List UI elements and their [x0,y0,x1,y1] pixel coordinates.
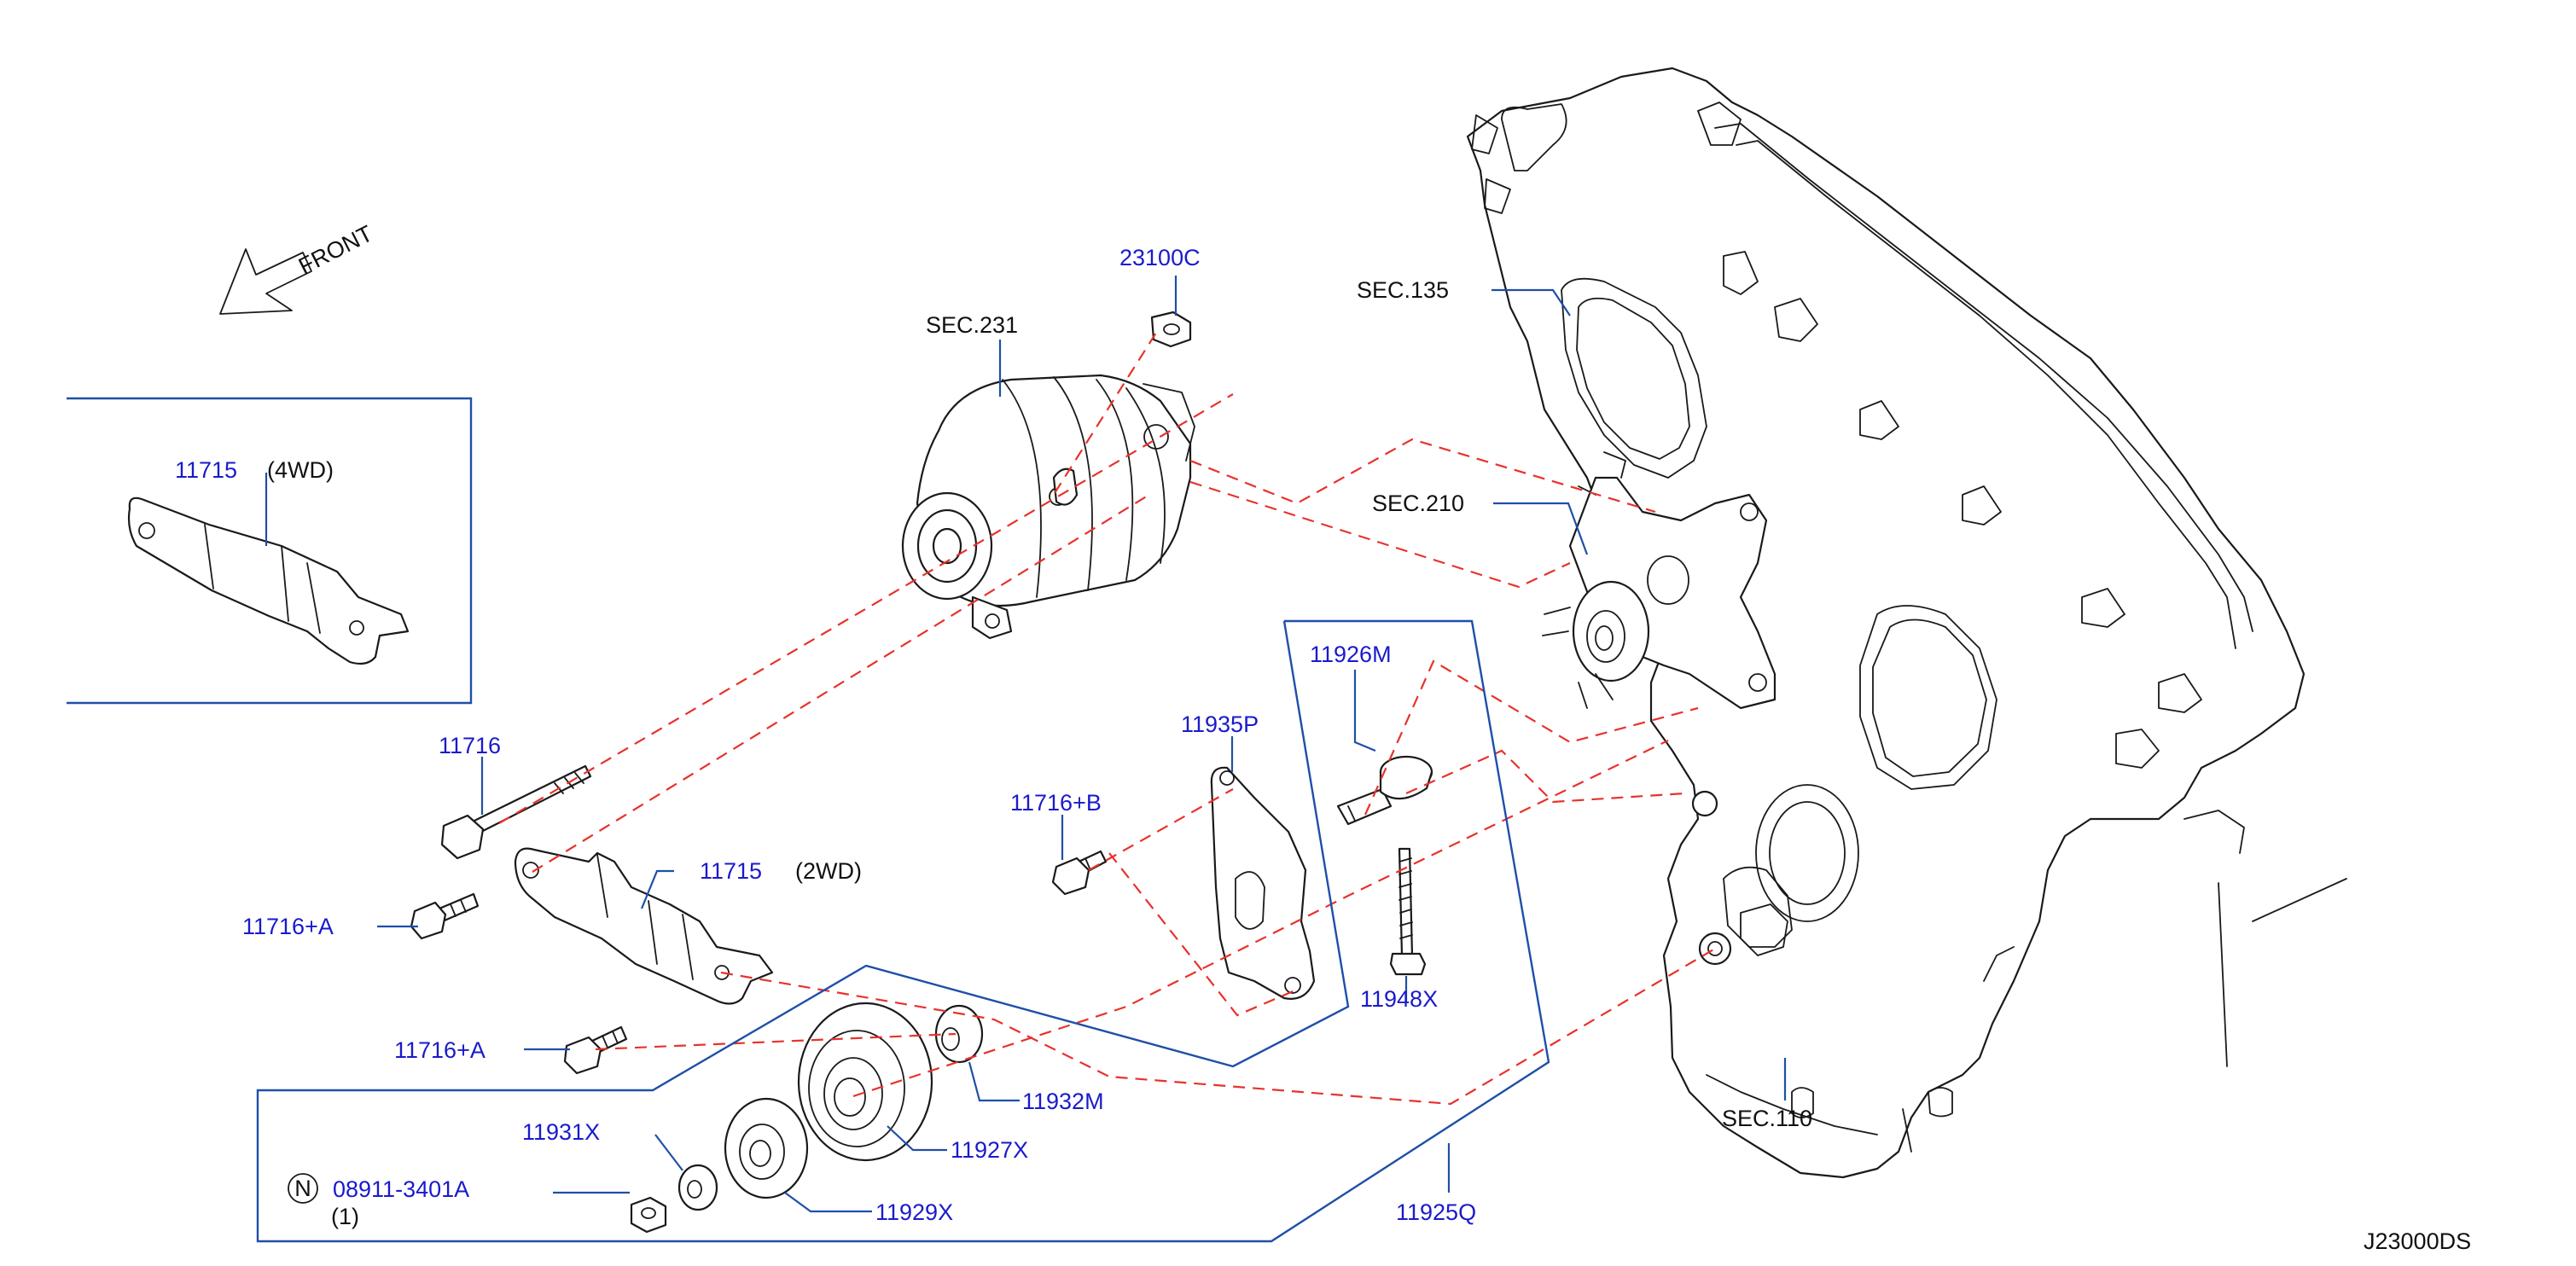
front-label: FRONT [294,220,376,279]
label-sec231: SEC.231 [926,312,1018,338]
bolt-11716a-upper [410,892,480,940]
label-11716a-upper: 11716+A [242,914,334,939]
bracket-11935p [1210,766,1316,1000]
nut-symbol-letter: N [294,1176,311,1201]
bracket-11715-4wd [127,497,410,665]
label-11932m: 11932M [1022,1089,1104,1114]
label-sec210: SEC.210 [1372,491,1464,516]
label-23100c: 23100C [1119,245,1201,270]
bolt-11948x [1389,847,1427,976]
label-11927x: 11927X [951,1137,1028,1163]
assembly-outline-11925q [256,619,1550,1243]
label-11716: 11716 [439,733,501,758]
bolt-11716a-lower [563,1025,628,1075]
label-11948x: 11948X [1360,986,1438,1012]
diagram-code: J23000DS [2364,1228,2471,1254]
alignment-lines [498,332,1716,1106]
label-sec110: SEC.110 [1722,1106,1812,1131]
bracket-11715-2wd [514,847,774,1005]
water-pump-sec210 [1542,451,1776,710]
label-11931x: 11931X [522,1119,600,1145]
nut-symbol-icon [288,1173,318,1204]
label-11715-4wd: 11715 [175,457,237,483]
front-arrow-icon [219,248,312,315]
washer-11931x [677,1164,718,1211]
label-11716a-lower: 11716+A [394,1037,486,1063]
bolt-11926m [1336,755,1433,826]
leader-lines [265,276,1787,1213]
label-2wd: (2WD) [795,858,862,884]
pulley-11929x [724,1097,809,1199]
label-11925q: 11925Q [1396,1199,1476,1225]
label-11926m: 11926M [1310,642,1392,667]
bolt-11716b [1051,850,1108,896]
label-08911-3401a: 08911-3401A [333,1176,469,1202]
bolt-11716 [440,764,592,860]
label-qty-1: (1) [331,1204,359,1229]
label-11716b: 11716+B [1010,790,1102,816]
label-11935p: 11935P [1181,711,1259,737]
nut-23100c [1150,311,1192,348]
label-4wd: (4WD) [267,457,334,483]
label-11715-2wd: 11715 [700,858,762,884]
inset-box-4wd [67,397,473,705]
alternator-sec231 [901,374,1195,640]
engine-block-outline [2218,878,2347,1067]
pulley-11927x [797,1002,933,1162]
label-sec135: SEC.135 [1357,277,1449,303]
label-11929x: 11929X [875,1199,953,1225]
nut-08911-3401a [630,1196,667,1234]
